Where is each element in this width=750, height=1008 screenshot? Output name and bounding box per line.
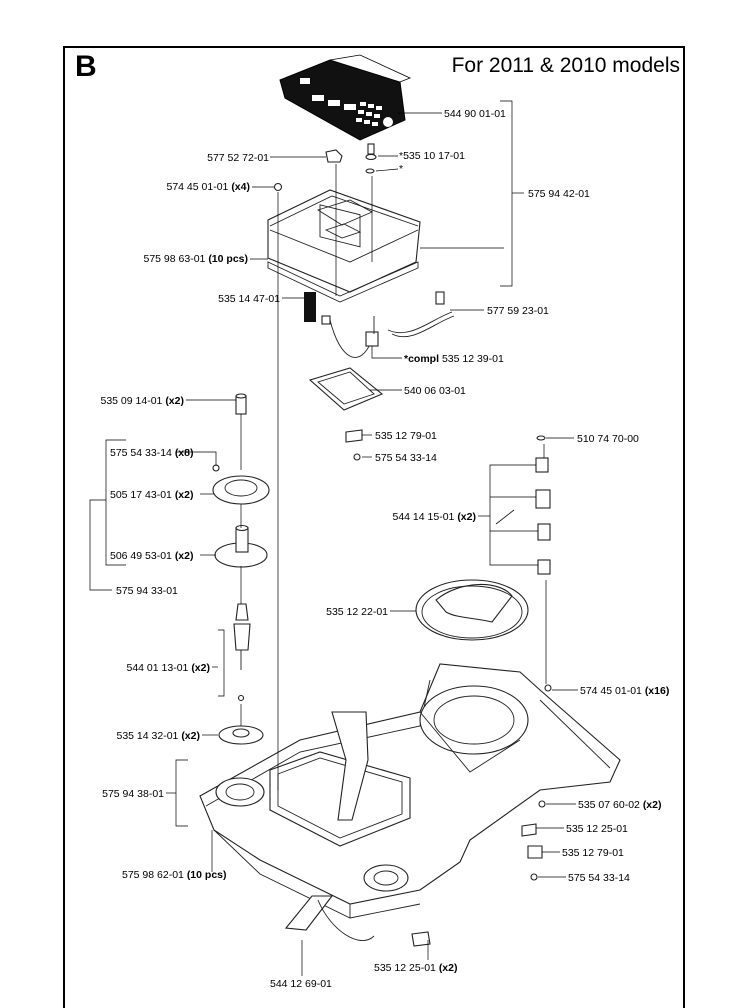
label-535-12-25-right: 535 12 25-01 [566,823,628,835]
bracket-535-12-79 [345,429,363,461]
label-575-94-42: 575 94 42-01 [528,188,590,200]
cable-577-59-23 [387,291,455,338]
label-535-12-79-upper: 535 12 79-01 [375,430,437,442]
label-575-98-63: 575 98 63-01 (10 pcs) [144,253,249,265]
label-544-01-13: 544 01 13-01 (x2) [127,662,211,674]
label-577-59-23: 577 59 23-01 [487,305,549,317]
label-535-14-47: 535 14 47-01 [218,293,280,305]
label-535-10-17: *535 10 17-01 [399,150,465,162]
label-535-09-14: 535 09 14-01 (x2) [101,395,185,407]
label-575-98-62: 575 98 62-01 (10 pcs) [122,869,227,881]
screw-535-10-17 [365,143,377,174]
label-574-45-01-x4: 574 45 01-01 (x4) [167,181,251,193]
page-title: For 2011 & 2010 models [451,54,680,77]
label-577-52-72: 577 52 72-01 [207,152,269,164]
label-575-54-33-x8: 575 54 33-14 (x8) [110,447,194,459]
part-labels: 544 90 01-01 577 52 72-01 *535 10 17-01 … [101,108,670,990]
leader-lines [89,100,578,976]
label-535-12-39: *compl 535 12 39-01 [404,353,504,365]
cable-544-12-69 [284,711,375,941]
label-575-54-33-upper: 575 54 33-14 [375,452,437,464]
clip-577-52-72 [325,149,343,163]
wiring-harness [304,292,379,358]
label-535-12-22: 535 12 22-01 [326,606,388,618]
right-stack [411,435,552,947]
label-544-12-69: 544 12 69-01 [270,978,332,990]
label-506-49-53: 506 49 53-01 (x2) [110,550,194,562]
label-540-06-03: 540 06 03-01 [404,385,466,397]
gasket-575-98-63 [267,261,419,303]
diagram-frame [63,46,685,1008]
label-asterisk: * [399,163,403,175]
label-574-45-01-x16: 574 45 01-01 (x16) [580,685,669,697]
label-535-12-79-lower: 535 12 79-01 [562,847,624,859]
chassis-575-94-38 [199,663,621,919]
label-544-14-15: 544 14 15-01 (x2) [393,511,477,523]
section-letter: B [75,50,97,83]
label-505-17-43: 505 17 43-01 (x2) [110,489,194,501]
label-510-74-70: 510 74 70-00 [577,433,639,445]
label-544-90-01: 544 90 01-01 [444,108,506,120]
label-575-94-38: 575 94 38-01 [102,788,164,800]
label-535-14-32: 535 14 32-01 (x2) [117,730,201,742]
label-575-54-33-lower: 575 54 33-14 [568,872,630,884]
keypad-membrane [279,54,412,141]
lid-535-12-22 [415,579,529,641]
left-stack [212,393,270,745]
screw-icon [273,182,283,192]
plate-540-06-03 [308,367,384,411]
label-575-94-33: 575 94 33-01 [116,585,178,597]
label-535-12-25-x2: 535 12 25-01 (x2) [374,962,458,974]
cover-575-94-42 [267,189,421,293]
label-535-07-60: 535 07 60-02 (x2) [578,799,662,811]
